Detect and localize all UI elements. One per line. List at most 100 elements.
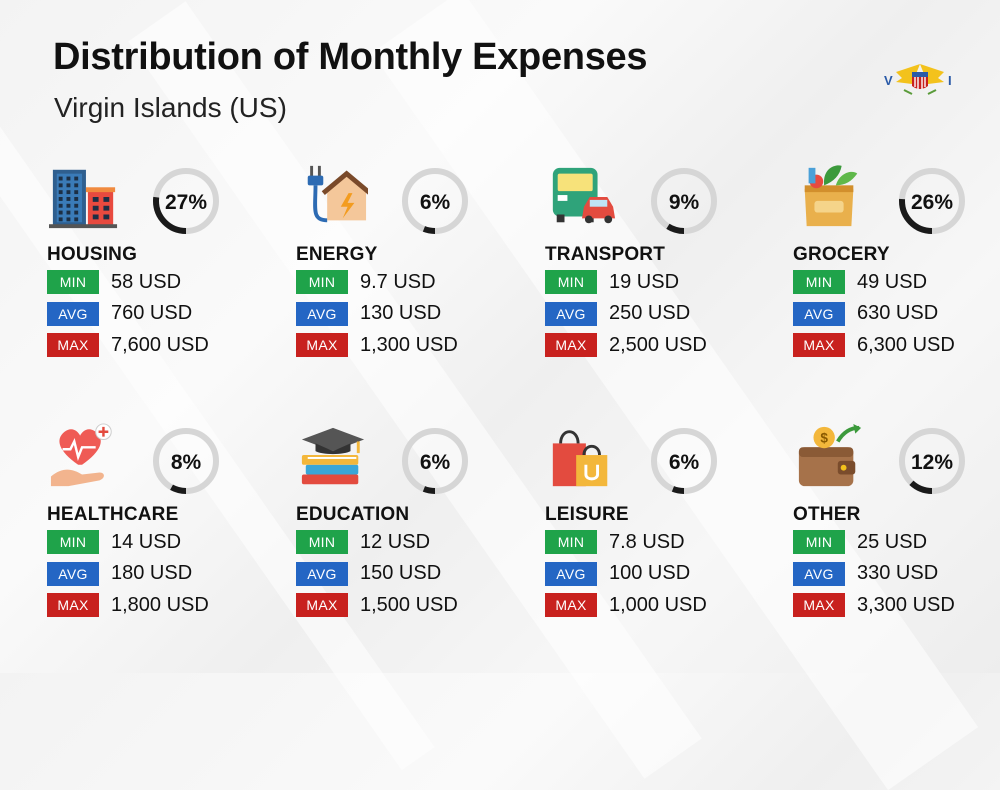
wallet-coin-icon: $	[798, 423, 862, 487]
shopping-bags-icon	[552, 430, 608, 487]
min-value: 9.7 USD	[360, 270, 436, 293]
category-name: EDUCATION	[296, 504, 410, 525]
share-ring: 9%	[651, 168, 717, 234]
max-badge: MAX	[793, 333, 845, 357]
min-value: 12 USD	[360, 530, 431, 553]
avg-row: AVG 250 USD	[545, 301, 690, 327]
min-badge: MIN	[47, 530, 99, 554]
avg-badge: AVG	[793, 301, 845, 326]
chart-subtitle: Virgin Islands (US)	[54, 92, 287, 123]
max-badge: MAX	[793, 593, 845, 617]
max-value: 6,300 USD	[857, 333, 955, 356]
max-value: 2,500 USD	[609, 333, 707, 356]
min-row: MIN 14 USD	[47, 529, 181, 555]
share-arc	[899, 168, 965, 234]
avg-value: 330 USD	[857, 562, 939, 584]
avg-row: AVG 150 USD	[296, 561, 441, 587]
avg-row: AVG 100 USD	[545, 561, 690, 587]
max-badge: MAX	[47, 593, 99, 617]
max-value: 1,300 USD	[360, 333, 458, 356]
max-row: MAX 1,300 USD	[296, 332, 458, 358]
svg-text:V: V	[884, 73, 893, 88]
category-name: OTHER	[793, 504, 861, 525]
share-percent-label: 6%	[669, 451, 700, 474]
category-name: TRANSPORT	[545, 244, 666, 265]
max-row: MAX 2,500 USD	[545, 332, 707, 358]
max-badge: MAX	[545, 593, 597, 617]
min-badge: MIN	[296, 270, 348, 294]
min-value: 49 USD	[857, 270, 928, 293]
chart-title: Distribution of Monthly Expenses	[53, 36, 648, 78]
share-ring: 6%	[651, 428, 717, 494]
min-badge: MIN	[793, 530, 845, 554]
bus-car-icon	[552, 167, 616, 224]
min-value: 7.8 USD	[609, 530, 685, 553]
share-percent-label: 12%	[911, 451, 953, 474]
avg-badge: AVG	[296, 561, 348, 586]
max-row: MAX 3,300 USD	[793, 592, 955, 618]
share-ring: 27%	[153, 168, 219, 234]
max-value: 1,800 USD	[111, 593, 209, 616]
avg-badge: AVG	[793, 561, 845, 586]
min-value: 14 USD	[111, 530, 182, 553]
min-badge: MIN	[296, 530, 348, 554]
min-row: MIN 58 USD	[47, 269, 181, 295]
share-percent-label: 6%	[420, 451, 451, 474]
virgin-islands-flag-icon: V I	[884, 64, 952, 95]
share-ring: 12%	[899, 428, 965, 494]
min-badge: MIN	[793, 270, 845, 294]
share-percent-label: 6%	[420, 191, 451, 214]
avg-value: 250 USD	[609, 302, 691, 324]
min-value: 58 USD	[111, 270, 182, 293]
share-arc	[402, 168, 468, 234]
share-percent-label: 26%	[911, 191, 953, 214]
expense-card-other: $12% OTHER MIN 25 USD AVG 330 USD MAX 3,300 USD	[793, 422, 1000, 632]
share-percent-label: 27%	[165, 191, 207, 214]
share-percent-label: 8%	[171, 451, 202, 474]
max-badge: MAX	[47, 333, 99, 357]
avg-value: 150 USD	[360, 562, 442, 584]
share-ring: 6%	[402, 168, 468, 234]
max-row: MAX 1,000 USD	[545, 592, 707, 618]
min-value: 25 USD	[857, 530, 928, 553]
min-row: MIN 9.7 USD	[296, 269, 436, 295]
avg-value: 760 USD	[111, 302, 193, 324]
share-arc	[153, 168, 219, 234]
share-arc	[899, 428, 965, 494]
avg-badge: AVG	[545, 561, 597, 586]
min-row: MIN 12 USD	[296, 529, 430, 555]
max-row: MAX 6,300 USD	[793, 332, 955, 358]
avg-badge: AVG	[296, 301, 348, 326]
max-badge: MAX	[545, 333, 597, 357]
min-badge: MIN	[47, 270, 99, 294]
avg-badge: AVG	[47, 561, 99, 586]
avg-badge: AVG	[47, 301, 99, 326]
avg-row: AVG 760 USD	[47, 301, 192, 327]
share-arc	[153, 428, 219, 494]
min-row: MIN 7.8 USD	[545, 529, 685, 555]
max-value: 7,600 USD	[111, 333, 209, 356]
category-name: LEISURE	[545, 504, 629, 525]
max-badge: MAX	[296, 333, 348, 357]
share-ring: 26%	[899, 168, 965, 234]
min-badge: MIN	[545, 530, 597, 554]
grocery-bag-icon	[804, 165, 858, 227]
max-value: 3,300 USD	[857, 593, 955, 616]
max-value: 1,000 USD	[609, 593, 707, 616]
share-percent-label: 9%	[669, 191, 700, 214]
expense-card-leisure: 6% LEISURE MIN 7.8 USD AVG 100 USD MAX 1,000 US…	[545, 422, 765, 632]
max-row: MAX 1,800 USD	[47, 592, 209, 618]
avg-row: AVG 330 USD	[793, 561, 938, 587]
avg-value: 100 USD	[609, 562, 691, 584]
share-ring: 8%	[153, 428, 219, 494]
min-badge: MIN	[545, 270, 597, 294]
avg-badge: AVG	[545, 301, 597, 326]
